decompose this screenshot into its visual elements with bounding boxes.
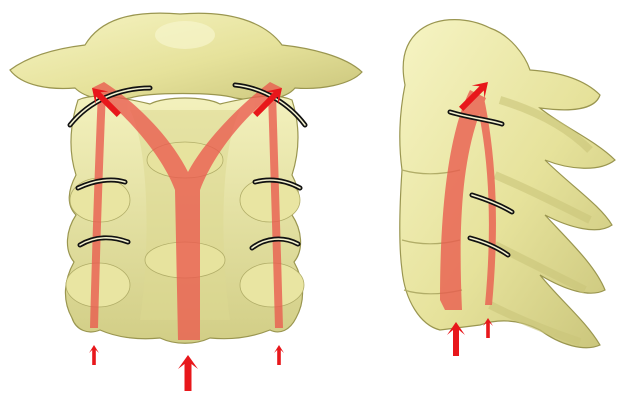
lateral-view <box>400 20 615 356</box>
red-arrow-icon <box>274 345 284 365</box>
red-arrow-icon <box>178 355 198 391</box>
posterior-view <box>10 13 362 391</box>
red-arrow-icon <box>89 345 99 365</box>
